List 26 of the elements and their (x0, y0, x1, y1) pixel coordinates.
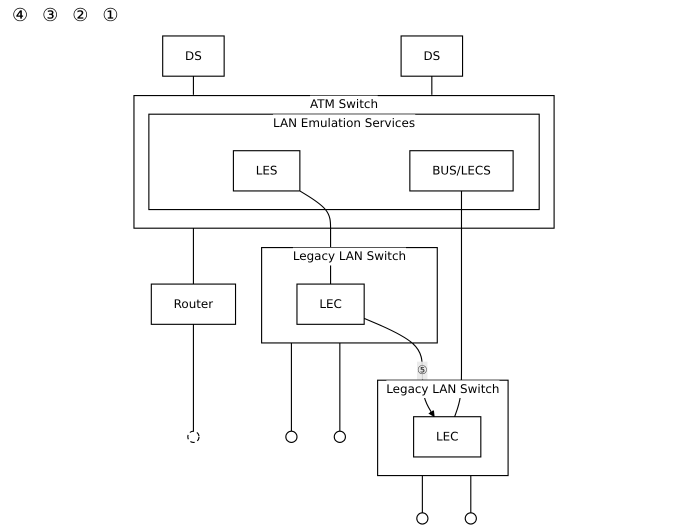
connector (454, 190, 462, 417)
edge-label: ⑤ (416, 363, 428, 378)
connector (192, 76, 194, 95)
node-box: LES (232, 150, 300, 192)
node-circle (187, 430, 200, 443)
step-number: ② (72, 4, 88, 26)
connector (192, 324, 194, 432)
node-box: DS (400, 35, 464, 77)
node-box: DS (162, 35, 225, 77)
node-box: Router (150, 284, 236, 325)
step-number: ③ (42, 4, 58, 26)
step-number: ④ (12, 4, 28, 26)
connector (192, 228, 194, 284)
connector (290, 342, 292, 432)
node-circle (334, 430, 346, 443)
connector (431, 76, 432, 95)
node-circle (464, 512, 477, 525)
step-number: ① (102, 4, 119, 26)
node-circle (285, 430, 298, 443)
node-box: LEC (296, 284, 365, 325)
node-box: LEC (413, 416, 482, 458)
connector (422, 476, 423, 513)
node-box: BUS/LECS (409, 150, 514, 192)
connector (470, 476, 472, 513)
node-circle (416, 512, 428, 525)
connector (339, 342, 340, 432)
